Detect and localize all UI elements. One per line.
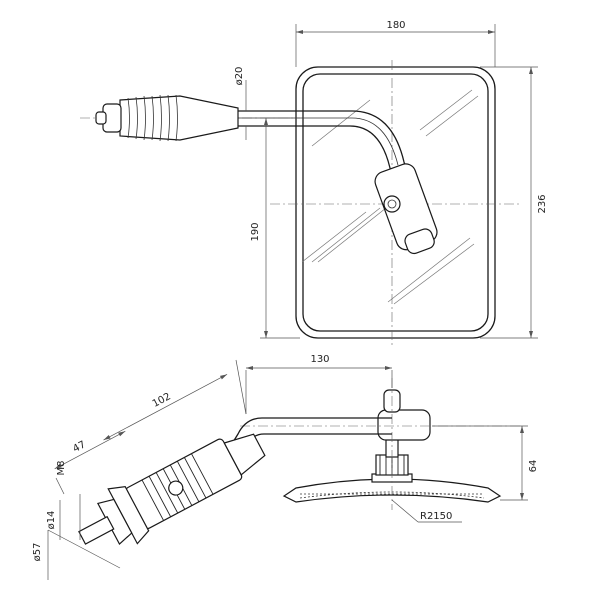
dim-arm-height-label: 190 bbox=[250, 222, 261, 241]
side-arm-top bbox=[221, 417, 392, 461]
ball-joint-core bbox=[387, 199, 397, 209]
dim-bolt-diameter-label: ø14 bbox=[46, 511, 57, 530]
arm-tube-top bbox=[236, 110, 411, 183]
grip-housing bbox=[119, 95, 239, 141]
dim-width-label: 180 bbox=[386, 20, 405, 31]
arm-tube-mid bbox=[236, 117, 399, 166]
dim-height-label: 236 bbox=[537, 194, 548, 213]
mirror-frame-inner bbox=[302, 73, 489, 332]
ball-joint bbox=[383, 195, 401, 213]
dim-arm-diameter-label: ø20 bbox=[234, 67, 245, 86]
dim-reach-label: 130 bbox=[310, 354, 329, 365]
arm-tube-bottom bbox=[236, 125, 395, 185]
grip-end-nut bbox=[95, 111, 107, 125]
bracket bbox=[374, 163, 438, 255]
mirror-side-view: 130 64 R2150 102 47 M8 bbox=[32, 354, 539, 580]
dim-mount-length-label: 102 bbox=[151, 391, 173, 410]
dim-clamp-diameter-label: ø57 bbox=[32, 543, 43, 562]
side-bracket bbox=[377, 409, 431, 441]
mirror-front-view: 180 236 190 ø20 bbox=[80, 20, 548, 345]
clamp-assembly bbox=[78, 433, 266, 546]
grip-ribs bbox=[127, 94, 178, 142]
dim-mount-offset-label: 47 bbox=[71, 439, 87, 455]
mirror-frame-outer bbox=[295, 66, 496, 339]
dim-depth-label: 64 bbox=[528, 460, 539, 473]
glass-reflection-lines bbox=[301, 89, 479, 305]
dim-thread-label: M8 bbox=[56, 461, 67, 476]
dim-radius-label: R2150 bbox=[420, 511, 452, 522]
